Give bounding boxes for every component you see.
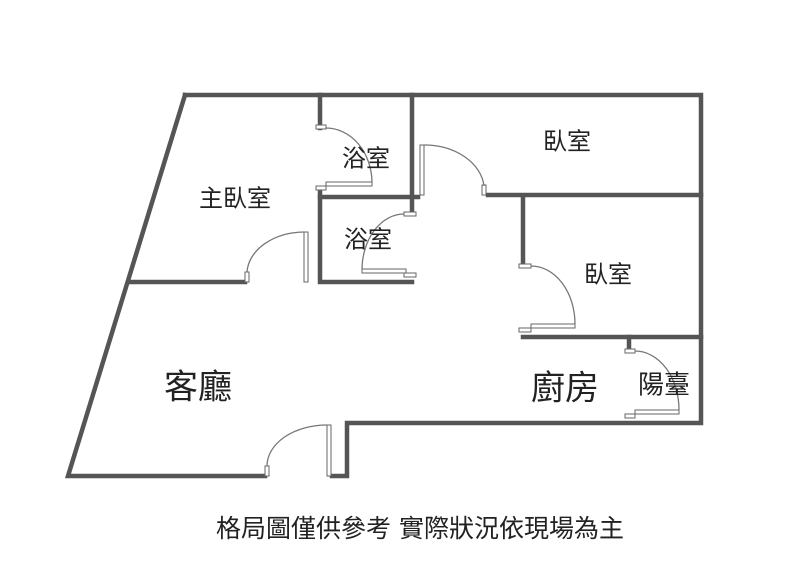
- doors: [244, 124, 680, 477]
- room-label-bathroom-1: 浴室: [342, 144, 390, 173]
- door-bathroom-2: [361, 211, 417, 278]
- door-entrance: [264, 424, 332, 477]
- disclaimer-caption: 格局圖僅供參考 實際狀況依現場為主: [216, 514, 624, 543]
- door-bedroom-2: [518, 263, 576, 333]
- door-balcony: [624, 348, 680, 419]
- door-bedroom-1: [419, 144, 487, 196]
- room-label-master-bedroom: 主臥室: [199, 184, 271, 213]
- room-label-living-room: 客廳: [164, 367, 232, 408]
- room-label-bathroom-2: 浴室: [344, 225, 392, 254]
- room-label-balcony: 陽臺: [637, 370, 691, 401]
- room-label-bedroom-2: 臥室: [584, 260, 632, 289]
- walls: [64, 92, 704, 479]
- room-label-kitchen: 廚房: [531, 368, 599, 409]
- room-label-bedroom-1: 臥室: [543, 127, 591, 156]
- door-master-bedroom: [244, 231, 309, 283]
- door-bathroom-1: [315, 124, 373, 191]
